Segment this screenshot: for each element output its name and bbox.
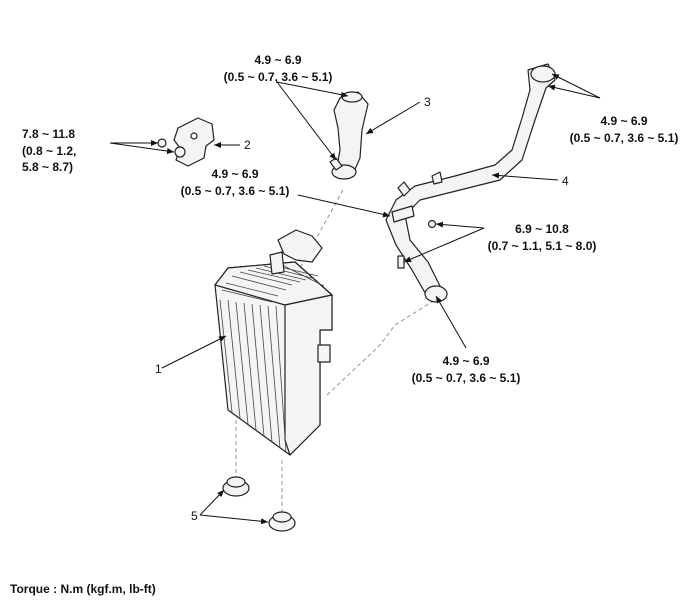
torque-unit-note: Torque : N.m (kgf.m, lb-ft) [10, 582, 156, 596]
torque-pipe-mid-value: 4.9 ~ 6.9 [211, 167, 258, 181]
intercooler-body [214, 229, 333, 456]
bracket-part [157, 117, 215, 167]
torque-bracket-value: 7.8 ~ 11.8 [22, 127, 75, 141]
torque-bolt-units: (0.7 ~ 1.1, 5.1 ~ 8.0) [488, 239, 597, 253]
torque-pipe-end-value: 4.9 ~ 6.9 [600, 114, 647, 128]
hose-part [329, 91, 369, 180]
torque-hose-top-units: (0.5 ~ 0.7, 3.6 ~ 5.1) [224, 70, 333, 84]
torque-pipe-end-units: (0.5 ~ 0.7, 3.6 ~ 5.1) [570, 131, 679, 145]
torque-pipe-low-value: 4.9 ~ 6.9 [442, 354, 489, 368]
callout-3: 3 [424, 95, 431, 109]
torque-pipe-mid-units: (0.5 ~ 0.7, 3.6 ~ 5.1) [181, 184, 290, 198]
rubber-mounts [222, 476, 296, 532]
callout-4: 4 [562, 174, 569, 188]
pipe-part [385, 63, 556, 303]
torque-pipe-low-units: (0.5 ~ 0.7, 3.6 ~ 5.1) [412, 371, 521, 385]
leader-lines [109, 73, 601, 525]
torque-bracket-units-2: 5.8 ~ 8.7) [22, 160, 73, 174]
torque-bracket-units-1: (0.8 ~ 1.2, [22, 144, 76, 158]
callout-1: 1 [155, 362, 162, 376]
torque-hose-top-value: 4.9 ~ 6.9 [254, 53, 301, 67]
callout-2: 2 [244, 138, 251, 152]
callout-5: 5 [191, 509, 198, 523]
assembly-guide-lines [235, 189, 436, 515]
torque-bolt-value: 6.9 ~ 10.8 [515, 222, 569, 236]
